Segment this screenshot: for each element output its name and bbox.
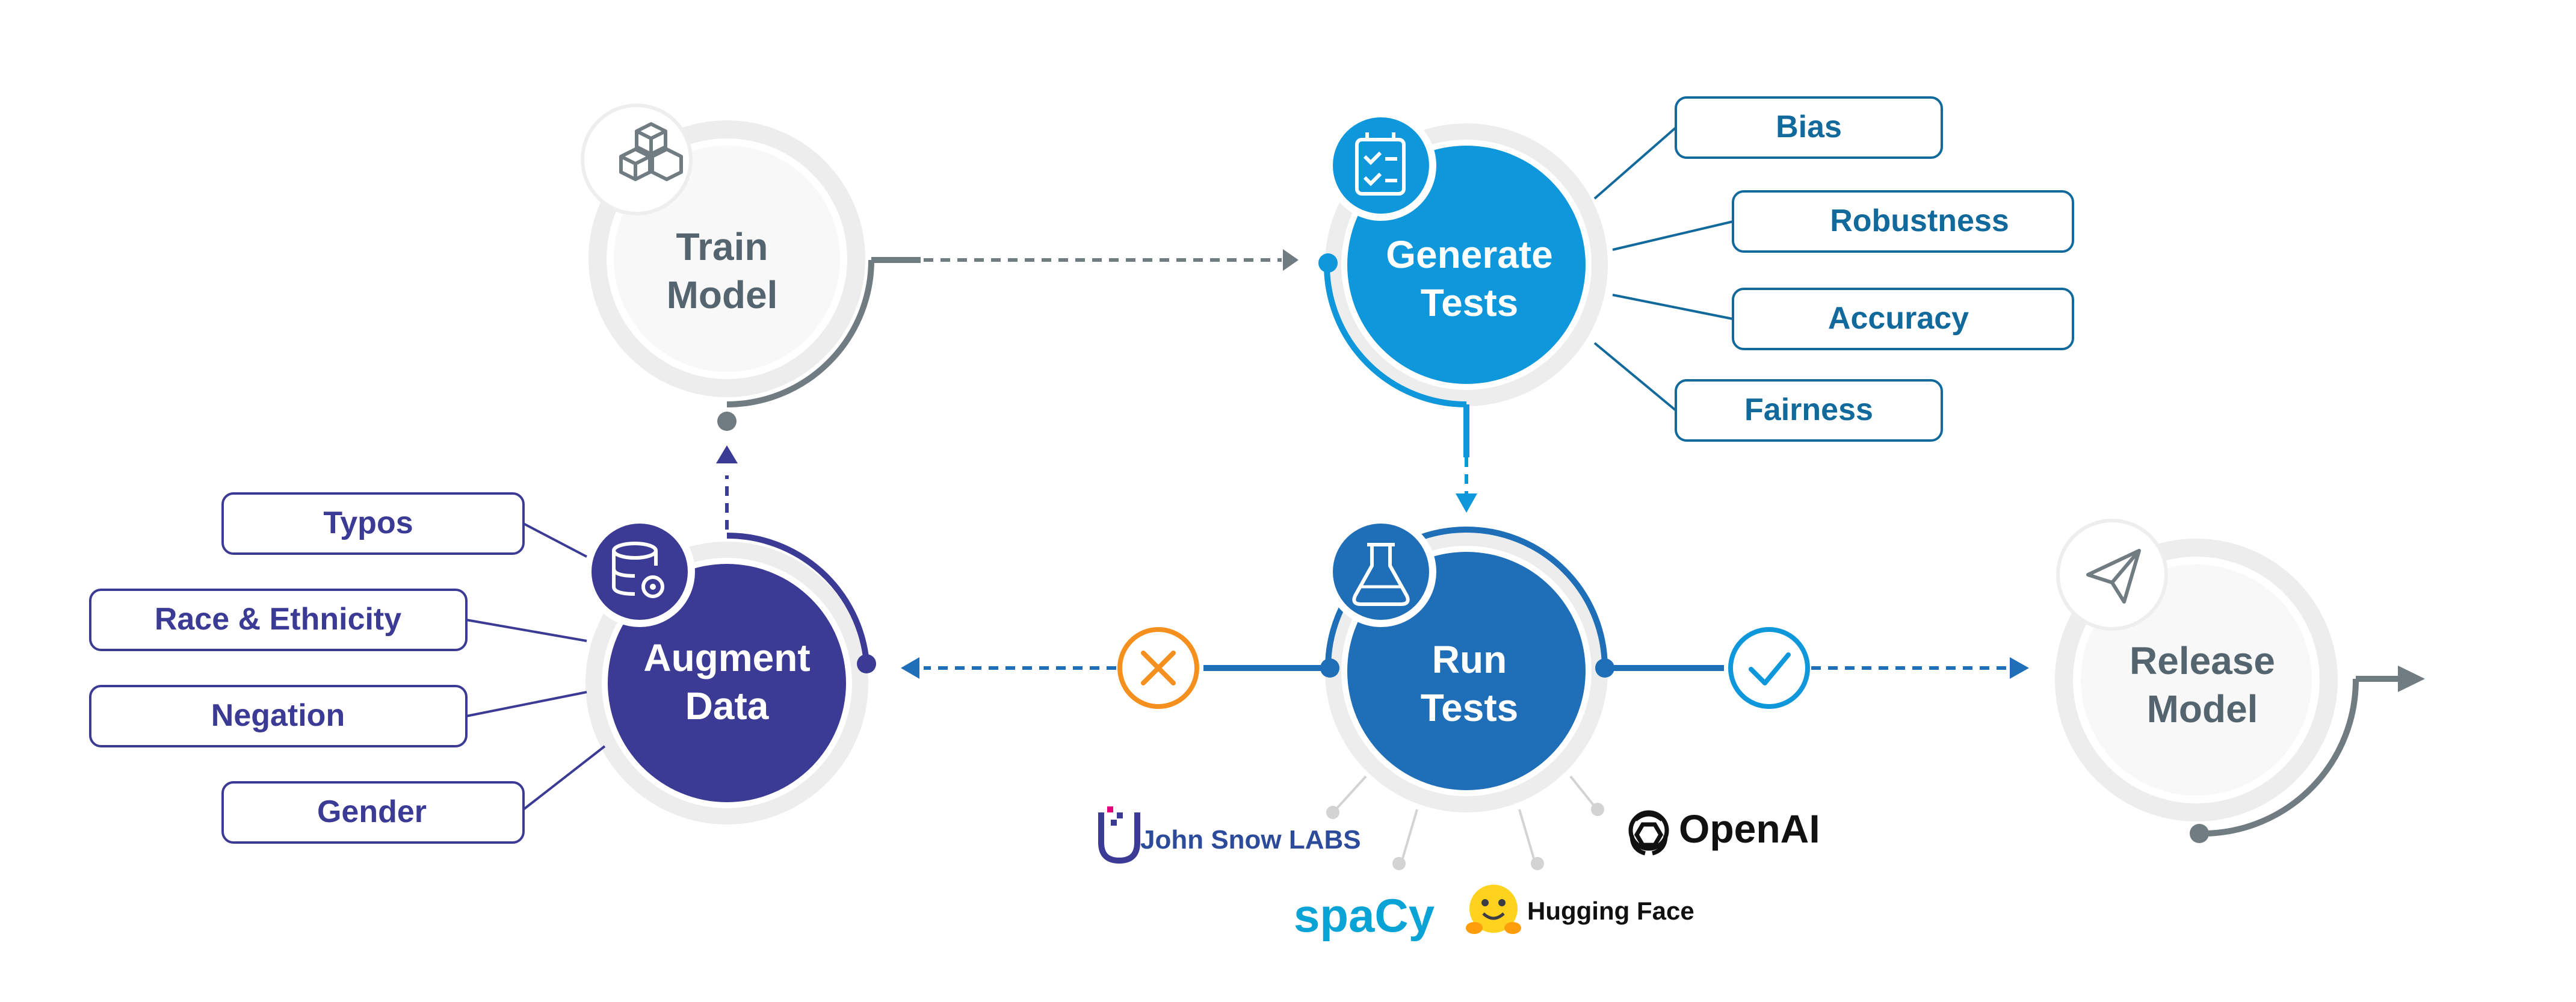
hugging-face-emoji-icon	[1466, 885, 1521, 934]
arrowhead-fail-to-augment	[901, 657, 919, 679]
database-gear-icon	[584, 516, 695, 627]
release-label-line1: Release	[2130, 639, 2275, 682]
test-category-accuracy: Accuracy	[1732, 288, 2074, 350]
checklist-icon	[1326, 110, 1436, 221]
check-circle-icon	[1728, 627, 1810, 709]
run-label-line2: Tests	[1421, 686, 1518, 729]
generate-label-line2: Tests	[1421, 281, 1518, 324]
augment-category-gender: Gender	[221, 781, 525, 844]
augment-category-race-ethnicity: Race & Ethnicity	[89, 589, 468, 651]
paper-plane-icon	[2056, 519, 2168, 631]
test-category-label: Accuracy	[1828, 301, 1969, 336]
openai-label: OpenAI	[1679, 806, 1820, 851]
test-category-bias: Bias	[1675, 96, 1943, 159]
test-category-label: Bias	[1776, 110, 1842, 144]
flask-icon	[1326, 516, 1436, 627]
integration-connectors	[1326, 775, 1604, 870]
spacy-logo: spaCy	[1294, 889, 1435, 942]
openai-logo: OpenAI	[1628, 806, 1820, 856]
generate-label-line1: Generate	[1386, 233, 1552, 276]
augment-category-label: Typos	[323, 506, 413, 540]
augment-category-label: Negation	[211, 698, 345, 733]
augment-category-negation: Negation	[89, 685, 468, 747]
johnsnow-label: John Snow LABS	[1140, 825, 1361, 855]
generate-tests-node: Generate Tests	[1318, 110, 1608, 457]
augment-label-line1: Augment	[643, 636, 810, 679]
test-category-fairness: Fairness	[1675, 379, 1943, 442]
train-anchor-dot	[717, 412, 737, 431]
test-category-boxes: Bias Robustness Accuracy Fairness	[1675, 96, 2074, 442]
test-category-label: Robustness	[1830, 203, 2009, 238]
test-category-label: Fairness	[1744, 392, 1873, 427]
augment-category-connectors	[466, 522, 606, 811]
arrowhead-generate-to-run	[1456, 493, 1477, 513]
run-label-line1: Run	[1432, 638, 1507, 681]
augment-category-typos: Typos	[221, 492, 525, 555]
release-label-line2: Model	[2147, 687, 2258, 731]
cubes-icon	[581, 104, 693, 215]
augment-category-label: Gender	[317, 794, 427, 829]
test-category-robustness: Robustness	[1732, 190, 2074, 253]
augment-category-label: Race & Ethnicity	[155, 602, 401, 637]
johnsnow-logo: John Snow LABS	[1098, 806, 1361, 864]
arrowhead-augment-to-train	[716, 445, 738, 463]
train-model-node: Train Model	[581, 104, 921, 431]
train-label-line1: Train	[676, 225, 768, 268]
test-category-connectors	[1593, 126, 1734, 412]
release-model-node: Release Model	[2055, 519, 2425, 843]
arrowhead-train-to-generate	[1283, 249, 1299, 271]
augment-data-node: Augment Data	[584, 516, 876, 824]
train-label-line2: Model	[667, 273, 778, 317]
augment-label-line2: Data	[685, 684, 769, 728]
arrowhead-pass-to-release	[2010, 657, 2029, 679]
augment-category-boxes: Typos Race & Ethnicity Negation Gender	[89, 492, 525, 844]
run-tests-node: Run Tests	[1320, 516, 1614, 812]
huggingface-logo: Hugging Face	[1466, 885, 1694, 934]
x-circle-icon	[1117, 627, 1199, 709]
huggingface-label: Hugging Face	[1527, 897, 1694, 925]
